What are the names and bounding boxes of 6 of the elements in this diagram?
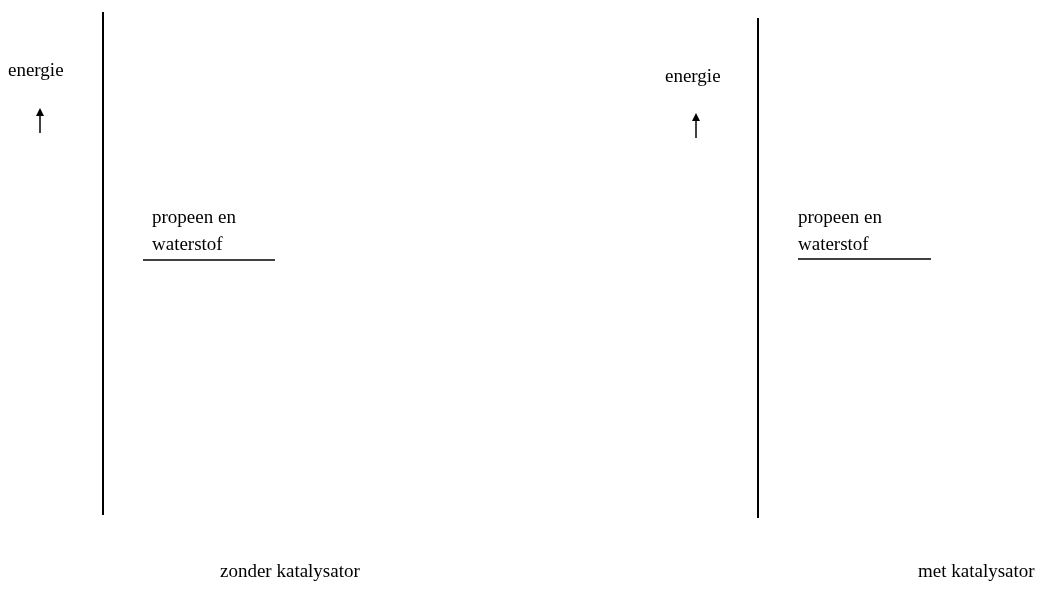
axis-label: energie: [8, 58, 64, 82]
energy-level-label: propeen en waterstof: [798, 205, 883, 256]
axis-label: energie: [665, 64, 721, 88]
energy-level-label: propeen en waterstof: [152, 205, 237, 256]
panel-caption: met katalysator: [918, 559, 1035, 583]
panel-caption: zonder katalysator: [220, 559, 360, 583]
